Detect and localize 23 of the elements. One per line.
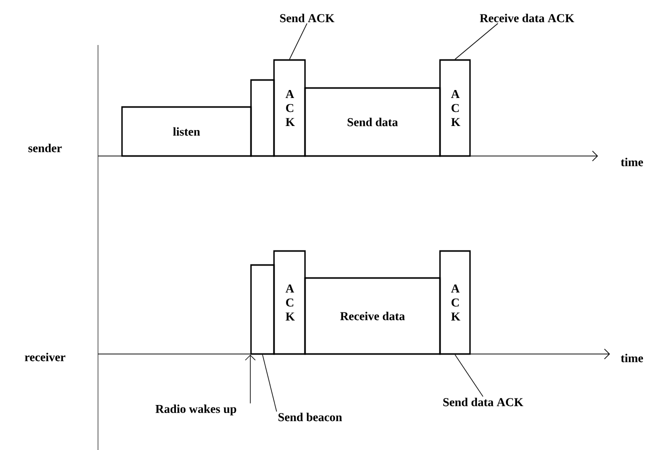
activity-box — [250, 264, 275, 355]
axis-label: receiver — [24, 352, 66, 362]
ack-box: A C K — [273, 59, 306, 157]
ack-box: A C K — [439, 250, 471, 355]
axis-label: time — [620, 158, 644, 166]
event-label: Send data ACK — [443, 398, 524, 406]
activity-box — [250, 79, 275, 157]
event-label: Send beacon — [278, 412, 342, 422]
ack-box: A C K — [439, 59, 471, 157]
axis-label: time — [620, 354, 644, 362]
leader-line — [454, 23, 498, 60]
axis-label: sender — [28, 144, 62, 152]
activity-box: listen — [121, 106, 252, 157]
arrow — [244, 354, 256, 404]
event-label: Send ACK — [280, 14, 334, 22]
event-label: Receive data ACK — [480, 14, 574, 22]
leader-line — [262, 354, 277, 412]
ack-box: A C K — [273, 250, 306, 355]
activity-box: Send data — [304, 87, 441, 157]
leader-line — [289, 23, 308, 60]
leader-line — [454, 354, 484, 397]
event-label: Radio wakes up — [156, 404, 236, 416]
activity-box: Receive data — [304, 277, 441, 355]
